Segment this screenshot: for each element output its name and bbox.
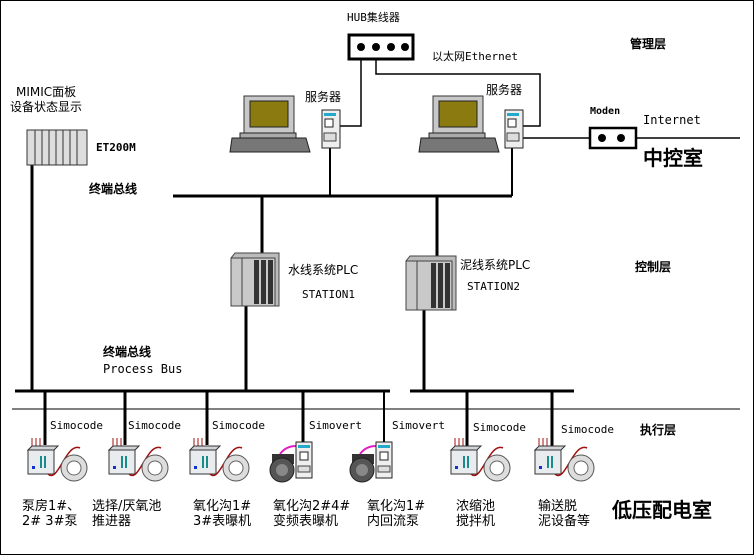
server-icon-1 [321, 109, 341, 149]
drive-type-1: Simocode [50, 419, 103, 432]
drive-type-6: Simocode [473, 421, 526, 434]
drive-type-2: Simocode [128, 419, 181, 432]
internet-label: Internet [643, 113, 701, 127]
plc-rack-icon-2 [405, 255, 457, 311]
plc1-name: 水线系统PLC [288, 263, 359, 277]
computer-icon-2 [418, 95, 500, 153]
plc2-name: 泥线系统PLC [460, 258, 531, 272]
server-icon-2 [504, 109, 524, 149]
modem-label: Moden [590, 106, 621, 117]
computer-icon-1 [229, 95, 311, 153]
plc1-station: STATION1 [302, 288, 355, 301]
drive-label-1-line2: 2# 3#泵 [22, 514, 78, 529]
et200m-rack-icon [26, 129, 88, 166]
drive-label-4-line1: 氧化沟2#4# [273, 499, 351, 514]
drive-label-3-line1: 氧化沟1# [193, 499, 252, 514]
drive-label-6: 浓缩池搅拌机 [456, 499, 495, 529]
drive-label-2-line2: 推进器 [92, 514, 132, 529]
simocode-motor-icon-2 [107, 438, 169, 482]
drive-label-2: 选择/厌氧池推进器 [92, 499, 161, 529]
simocode-motor-icon-7 [533, 438, 595, 482]
mimic-label-line2: 设备状态显示 [10, 100, 83, 114]
drive-type-7: Simocode [561, 423, 614, 436]
low-voltage-room-label: 低压配电室 [612, 498, 712, 522]
plc-rack-icon-1 [230, 252, 280, 307]
drive-label-3-line2: 3#表曝机 [193, 514, 252, 529]
drive-label-1: 泵房1#、2# 3#泵 [22, 499, 80, 529]
drive-type-5: Simovert [392, 419, 445, 432]
management-layer-label: 管理层 [630, 37, 667, 51]
hub-label: HUB集线器 [347, 11, 400, 24]
drive-label-2-line1: 选择/厌氧池 [92, 499, 162, 514]
terminal-bus-top-label: 终端总线 [89, 182, 138, 196]
drive-label-5: 氧化沟1#内回流泵 [367, 499, 425, 529]
control-layer-label: 控制层 [635, 260, 672, 274]
plc2-station: STATION2 [467, 280, 520, 293]
drive-label-7-line1: 输送脱 [538, 499, 578, 514]
drive-label-4: 氧化沟2#4#变频表曝机 [273, 499, 350, 529]
modem-icon [588, 126, 638, 150]
central-control-room-label: 中控室 [643, 146, 703, 170]
drive-label-7: 输送脱泥设备等 [538, 499, 590, 529]
drive-label-5-line2: 内回流泵 [367, 514, 420, 529]
hub-icon [347, 33, 415, 61]
terminal-bus-bottom-label: 终端总线 [103, 345, 152, 359]
simocode-motor-icon-1 [26, 438, 88, 482]
drive-type-3: Simocode [212, 419, 265, 432]
drive-label-1-line1: 泵房1#、 [22, 499, 81, 514]
ethernet-label: 以太网Ethernet [432, 50, 518, 63]
hub-wire-2 [375, 55, 541, 127]
simovert-drive-icon-4 [269, 441, 313, 483]
et200m-label: ET200M [96, 141, 136, 154]
simovert-drive-icon-5 [349, 441, 393, 483]
mimic-label-line1: MIMIC面板 [16, 85, 77, 99]
server-label-2: 服务器 [486, 83, 523, 97]
drive-label-5-line1: 氧化沟1# [367, 499, 426, 514]
drive-label-6-line1: 浓缩池 [456, 499, 496, 514]
execution-layer-label: 执行层 [640, 423, 677, 437]
hub-wire-1 [340, 55, 362, 127]
simocode-motor-icon-3 [188, 438, 250, 482]
drive-label-6-line2: 搅拌机 [456, 514, 496, 529]
drive-label-3: 氧化沟1#3#表曝机 [193, 499, 251, 529]
server-label-1: 服务器 [305, 90, 342, 104]
process-bus-label: Process Bus [103, 362, 183, 376]
drive-type-4: Simovert [309, 419, 362, 432]
drive-label-7-line2: 泥设备等 [538, 514, 591, 529]
drive-label-4-line2: 变频表曝机 [273, 514, 339, 529]
simocode-motor-icon-6 [449, 438, 511, 482]
